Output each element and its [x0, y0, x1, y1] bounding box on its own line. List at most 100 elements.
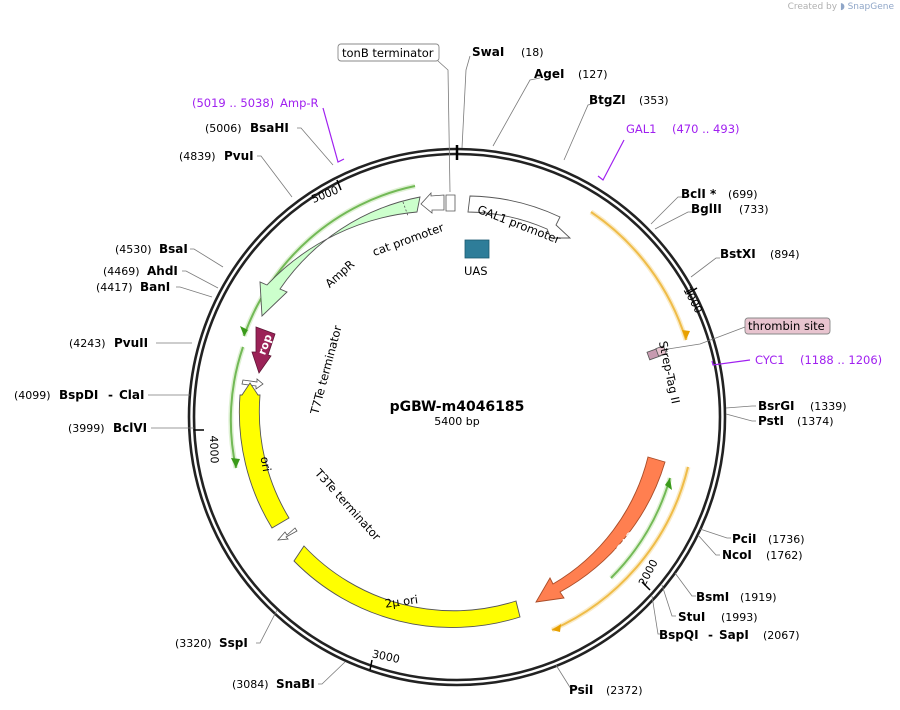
site-position: (1736) [768, 533, 805, 546]
site-sspi[interactable]: (3320) SspI [175, 636, 248, 650]
site-position: (2372) [606, 684, 643, 697]
site-psti[interactable]: PstI (1374) [758, 414, 834, 428]
tonb-terminator-label: tonB terminator [342, 46, 434, 60]
site-bstxi[interactable]: BstXI (894) [720, 247, 800, 261]
site-name: BsaHI [250, 121, 289, 135]
site-position: (18) [521, 46, 544, 59]
ampr-arrow[interactable] [259, 196, 421, 318]
site-bspdi-clai[interactable]: (4099) BspDI - ClaI [14, 388, 144, 402]
primer-cyc1-range: (1188 .. 1206) [800, 353, 882, 367]
site-separator: - [708, 628, 713, 642]
primer-ampr-range: (5019 .. 5038) [192, 96, 274, 110]
site-position: (353) [639, 94, 669, 107]
primer-gal1-name: GAL1 [626, 122, 657, 136]
site-name: AhdI [147, 264, 178, 278]
primer-gal1[interactable]: GAL1 (470 .. 493) [597, 122, 740, 181]
site-position: (4530) [115, 243, 152, 256]
site-bsrgi[interactable]: BsrGI (1339) [758, 399, 847, 413]
ori-arrow[interactable] [238, 382, 290, 529]
site-pvuii[interactable]: (4243) PvuII [69, 336, 148, 350]
ura3-arrow[interactable] [535, 456, 666, 603]
t7te-terminator-arrow[interactable] [241, 378, 264, 390]
site-name: BtgZI [589, 93, 626, 107]
plasmid-name: pGBW-m4046185 [390, 399, 525, 415]
site-name: BspDI [59, 388, 98, 402]
cat-promoter-arrow[interactable] [420, 191, 445, 214]
thrombin-site-callout[interactable]: thrombin site [667, 317, 831, 350]
ura3-orf-line [610, 477, 671, 579]
site-position: (4099) [14, 389, 51, 402]
site-bsmi[interactable]: BsmI (1919) [696, 590, 777, 604]
site-name: BspQI [659, 628, 699, 642]
site-ncoi[interactable]: NcoI (1762) [722, 548, 803, 562]
site-name: NcoI [722, 548, 752, 562]
site-pvui[interactable]: (4839) PvuI [179, 149, 254, 163]
site-btgzi[interactable]: BtgZI (353) [589, 93, 669, 107]
site-position: (1762) [766, 549, 803, 562]
site-position: (1919) [740, 591, 777, 604]
t3te-label: T3Te terminator [311, 465, 383, 543]
site-ahdi[interactable]: (4469) AhdI [103, 264, 178, 278]
tonb-terminator-callout[interactable]: tonB terminator [337, 43, 451, 193]
t3te-terminator-arrow[interactable] [277, 527, 298, 541]
site-position: (1374) [797, 415, 834, 428]
site-name: BsrGI [758, 399, 795, 413]
site-bcli[interactable]: BclI * (699) [681, 187, 758, 201]
site-name-2: SapI [719, 628, 749, 642]
site-stui[interactable]: StuI (1993) [678, 610, 758, 624]
plasmid-length: 5400 bp [434, 415, 479, 428]
site-position: (4243) [69, 337, 106, 350]
rop-arrow[interactable] [251, 326, 276, 374]
thrombin-site-label: thrombin site [748, 319, 825, 333]
primer-ampr[interactable]: (5019 .. 5038) Amp-R [192, 96, 345, 163]
site-psii[interactable]: PsiI (2372) [569, 683, 643, 697]
site-name: PsiI [569, 683, 593, 697]
site-snabi[interactable]: (3084) SnaBI [232, 677, 315, 691]
tick-3000: 3000 [369, 647, 401, 671]
site-name: BstXI [720, 247, 756, 261]
t7te-label: T7Te terminator [307, 324, 344, 417]
site-position: (3320) [175, 637, 212, 650]
site-name: PvuII [114, 336, 148, 350]
site-bspqi-sapi[interactable]: BspQI - SapI (2067) [659, 628, 800, 642]
site-swai[interactable]: SwaI (18) [472, 45, 544, 59]
ampr-orf-line [243, 185, 416, 337]
site-position: (2067) [763, 629, 800, 642]
primer-gal1-range: (470 .. 493) [672, 122, 740, 136]
site-name: BclVI [113, 421, 147, 435]
site-separator: - [108, 388, 113, 402]
tonb-terminator-arrow[interactable] [445, 194, 456, 212]
site-position: (699) [728, 188, 758, 201]
right-orange-orf-line [590, 211, 687, 341]
cat-promoter-label: cat promoter [370, 220, 445, 259]
site-bsahi[interactable]: (5006) BsaHI [205, 121, 289, 135]
site-name: BglII [691, 202, 722, 216]
site-name: StuI [678, 610, 705, 624]
snapgene-credit: Created by ◗ SnapGene [788, 2, 894, 12]
site-bclvi[interactable]: (3999) BclVI [68, 421, 147, 435]
site-leaders [148, 55, 756, 690]
site-name: BanI [140, 280, 170, 294]
uas-box[interactable] [464, 239, 490, 259]
primer-cyc1[interactable]: CYC1 (1188 .. 1206) [711, 353, 882, 367]
thrombin-site-box[interactable] [655, 345, 667, 357]
site-name: BsaI [159, 242, 188, 256]
site-position: (894) [770, 248, 800, 261]
credit-brand: SnapGene [847, 2, 894, 12]
site-bglii[interactable]: BglII (733) [691, 202, 769, 216]
tick-label: 1000 [680, 285, 705, 316]
two-micron-ori-bar[interactable] [293, 545, 521, 628]
site-pcii[interactable]: PciI (1736) [732, 532, 805, 546]
two-micron-label: 2μ ori [384, 592, 419, 610]
site-position: (733) [739, 203, 769, 216]
left-orf-line [229, 346, 244, 469]
site-position: (4417) [96, 281, 133, 294]
site-agei[interactable]: AgeI (127) [534, 67, 608, 81]
site-name: AgeI [534, 67, 564, 81]
site-bani[interactable]: (4417) BanI [96, 280, 170, 294]
gal1-promoter-arrow[interactable] [467, 195, 572, 239]
primer-ampr-name: Amp-R [280, 96, 319, 110]
site-bsai[interactable]: (4530) BsaI [115, 242, 188, 256]
tick-label: 4000 [207, 435, 221, 463]
